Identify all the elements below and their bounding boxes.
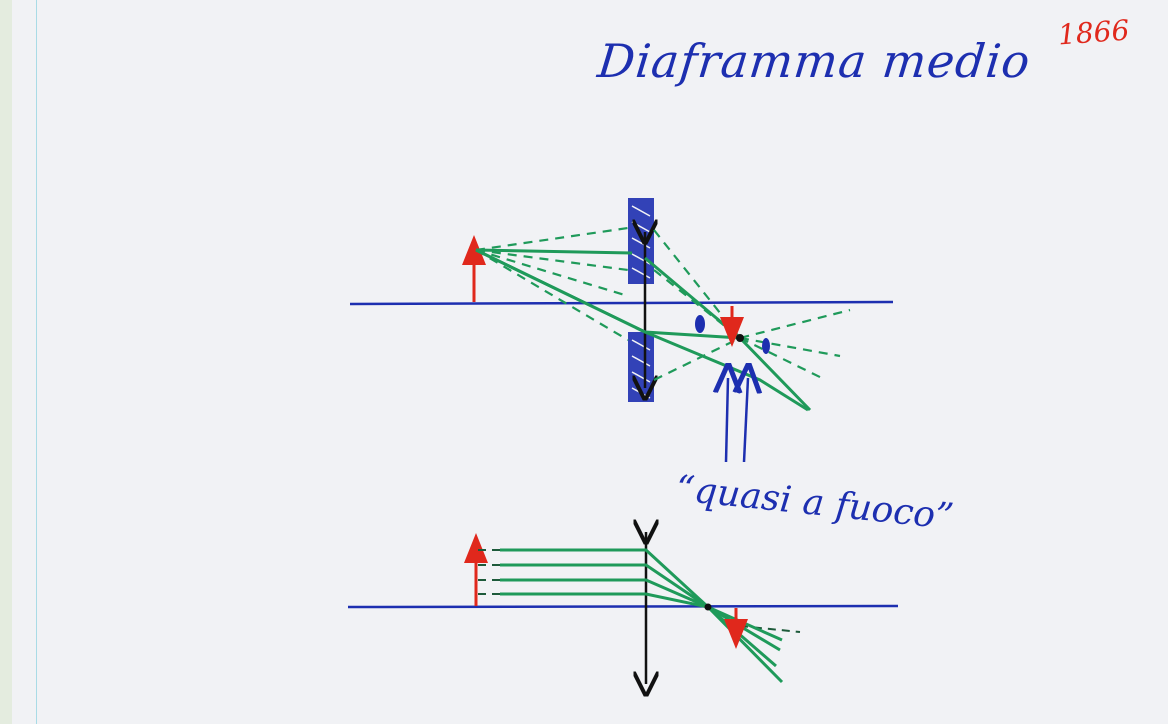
margin-rule	[36, 0, 37, 724]
paper-left-edge	[0, 0, 12, 724]
pointer-arrow-right	[744, 378, 748, 463]
bottom-diagram	[347, 532, 899, 684]
focus-point-top	[736, 334, 744, 342]
rays-solid-bottom	[500, 548, 784, 684]
top-diagram	[349, 198, 894, 463]
blur-spot-left	[695, 315, 705, 333]
pointer-arrow-left	[726, 378, 728, 463]
diaphragm-lower	[628, 332, 654, 402]
focus-point-bottom	[704, 603, 712, 611]
optical-axis-bottom	[347, 604, 899, 609]
diaphragm-upper	[628, 198, 654, 284]
rays-dashed-bottom	[478, 549, 801, 633]
blur-spot-right	[762, 338, 770, 354]
optical-axis-top	[349, 300, 894, 306]
